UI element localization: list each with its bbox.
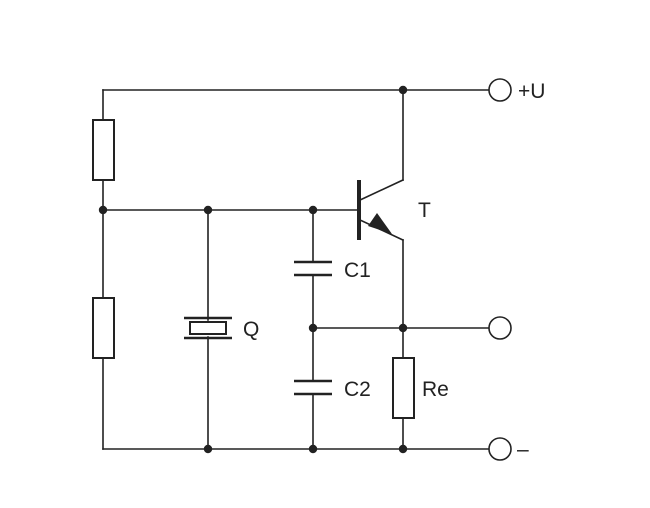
label-emitter-resistor: Re: [422, 378, 449, 401]
node-bottom-c2: [308, 444, 318, 454]
wire-collector-diagonal: [358, 178, 405, 202]
label-transistor: T: [418, 199, 431, 222]
capacitor-c2: [294, 379, 332, 396]
node-crystal-base: [203, 205, 213, 215]
node-c1-base: [308, 205, 318, 215]
label-c1: C1: [344, 259, 371, 282]
label-c2: C2: [344, 378, 371, 401]
node-left-base: [98, 205, 108, 215]
crystal-q: [184, 316, 232, 340]
terminal-ground: [488, 437, 512, 461]
emitter-arrow: [368, 213, 392, 234]
transistor-t: [357, 180, 392, 240]
crystal-body: [189, 321, 227, 335]
resistor-lower: [92, 297, 115, 359]
label-ground: –: [517, 438, 529, 461]
resistor-upper: [92, 119, 115, 181]
junction-nodes: [98, 85, 408, 454]
terminal-supply: [488, 78, 512, 102]
resistor-re: [392, 357, 415, 419]
label-crystal: Q: [243, 318, 259, 341]
node-c1-c2-mid: [308, 323, 318, 333]
node-bottom-crystal: [203, 444, 213, 454]
node-emitter-output: [398, 323, 408, 333]
node-bottom-re: [398, 444, 408, 454]
terminal-output: [488, 316, 512, 340]
label-supply: +U: [518, 80, 545, 103]
capacitor-c1: [294, 260, 332, 277]
node-top-collector: [398, 85, 408, 95]
